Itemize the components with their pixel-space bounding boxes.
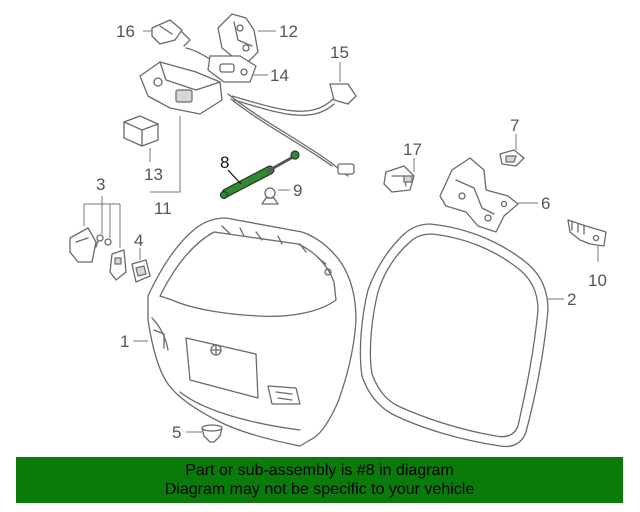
callout-3[interactable]: 3 — [96, 175, 105, 194]
parts-diagram: 16 12 14 11 13 15 — [69, 13, 607, 448]
callout-2[interactable]: 2 — [567, 290, 576, 309]
callout-12[interactable]: 12 — [279, 22, 298, 41]
callout-7[interactable]: 7 — [510, 116, 519, 135]
part-10-bracket — [567, 219, 607, 247]
leader-3 — [83, 196, 121, 248]
callout-10[interactable]: 10 — [588, 271, 607, 290]
banner-line-2: Diagram may not be specific to your vehi… — [164, 481, 475, 498]
part-2-weatherstrip — [359, 223, 549, 448]
info-banner: Part or sub-assembly is #8 in diagram Di… — [16, 457, 623, 503]
callout-5[interactable]: 5 — [172, 423, 181, 442]
part-14-latch — [185, 47, 257, 83]
callout-9[interactable]: 9 — [293, 181, 302, 200]
callout-1[interactable]: 1 — [120, 332, 129, 351]
part-9-ball-stud — [261, 187, 279, 205]
part-11-lock-actuator — [139, 61, 223, 115]
callout-6[interactable]: 6 — [541, 194, 550, 213]
callout-8[interactable]: 8 — [220, 153, 229, 172]
part-8-gas-strut — [219, 150, 300, 200]
part-13-sensor — [123, 115, 159, 147]
leader-8 — [227, 169, 242, 185]
part-15-cable — [227, 83, 357, 177]
callout-15[interactable]: 15 — [330, 43, 349, 62]
leader-11 — [150, 116, 181, 193]
part-12-hinge-bracket — [217, 13, 259, 63]
part-6-hinge — [439, 157, 519, 233]
callout-4[interactable]: 4 — [134, 231, 143, 250]
part-7-clip — [499, 149, 525, 167]
callout-14[interactable]: 14 — [270, 66, 289, 85]
part-16-bracket — [151, 19, 191, 47]
part-5-push-clip — [201, 424, 223, 443]
part-1-liftgate — [147, 217, 357, 447]
part-17-clip — [383, 165, 415, 193]
banner-line-1: Part or sub-assembly is #8 in diagram — [185, 462, 454, 479]
callout-16[interactable]: 16 — [116, 22, 135, 41]
part-4-cover — [131, 259, 151, 283]
callout-11[interactable]: 11 — [154, 199, 172, 218]
callout-17[interactable]: 17 — [403, 140, 422, 159]
callout-13[interactable]: 13 — [144, 165, 163, 184]
part-3-trim-pieces — [69, 227, 127, 281]
